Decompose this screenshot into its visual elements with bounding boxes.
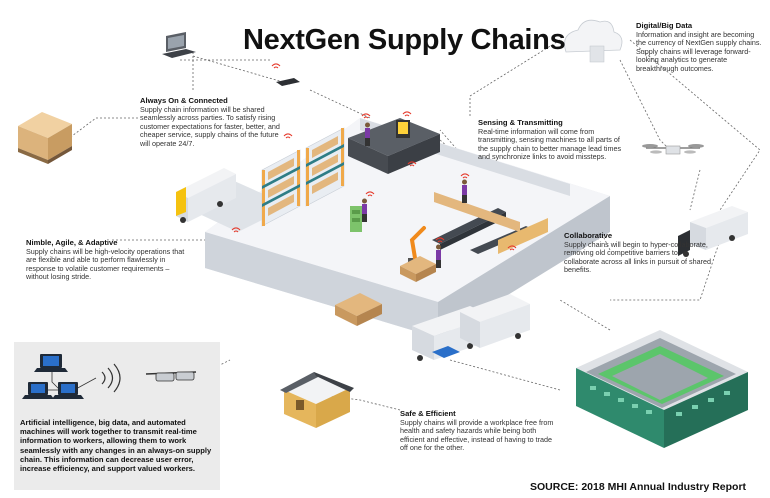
truck-left: [176, 168, 236, 223]
phone-icon: [276, 78, 300, 86]
smart-glasses-icon: [145, 371, 197, 382]
callout-sensing: Sensing & Transmitting Real-time informa…: [478, 118, 630, 162]
callout-heading: Safe & Efficient: [400, 409, 456, 418]
trucks-dock: [412, 294, 530, 361]
callout-safe: Safe & Efficient Supply chains will prov…: [400, 409, 554, 453]
callout-nimble: Nimble, Agile, & Adaptive Supply chains …: [26, 238, 192, 282]
house-icon: [280, 372, 354, 428]
ai-info-panel: [14, 342, 220, 490]
callout-heading: Collaborative: [564, 231, 613, 240]
page-title: NextGen Supply Chains: [243, 24, 566, 56]
laptop-icon-2: [22, 382, 54, 399]
callout-body: Information and insight are becoming the…: [636, 29, 762, 73]
wifi-signals: [231, 63, 517, 251]
ai-info-text: Artificial intelligence, big data, and a…: [20, 418, 212, 474]
callout-heading: Sensing & Transmitting: [478, 118, 563, 127]
callout-heading: Nimble, Agile, & Adaptive: [26, 238, 118, 247]
callout-heading: Digital/Big Data: [636, 21, 693, 30]
floor-boxes: [335, 256, 436, 326]
laptop-icon: [162, 32, 196, 58]
callout-digital: Digital/Big Data Information and insight…: [636, 21, 764, 74]
drone-icon: [642, 144, 704, 155]
pallet-stack: [18, 112, 72, 164]
signal-waves-icon: [101, 363, 121, 393]
callout-heading: Always On & Connected: [140, 96, 228, 105]
callout-collaborative: Collaborative Supply chains will begin t…: [564, 231, 714, 275]
callout-body: Supply chains will provide a workplace f…: [400, 417, 554, 453]
green-shelf: [350, 206, 362, 232]
callout-always-on: Always On & Connected Supply chain infor…: [140, 96, 290, 149]
workers: [362, 122, 467, 268]
truck-right: [678, 206, 748, 257]
source-citation: SOURCE: 2018 MHI Annual Industry Report: [530, 481, 747, 493]
cloud-icon: [564, 19, 623, 63]
laptop-icon-1: [34, 354, 68, 372]
storage-racks: [261, 127, 345, 227]
callout-body: Real-time information will come from tra…: [478, 126, 622, 162]
conveyor-system: [432, 192, 548, 254]
connector-lines: [63, 39, 761, 411]
callout-body: Supply chains will begin to hyper-collab…: [564, 239, 712, 275]
callout-body: Supply chains will be high-velocity oper…: [26, 246, 185, 282]
office-building: [576, 330, 748, 448]
callout-body: Supply chain information will be shared …: [140, 104, 280, 148]
office-block: [348, 118, 440, 174]
laptop-icon-3: [52, 382, 84, 399]
